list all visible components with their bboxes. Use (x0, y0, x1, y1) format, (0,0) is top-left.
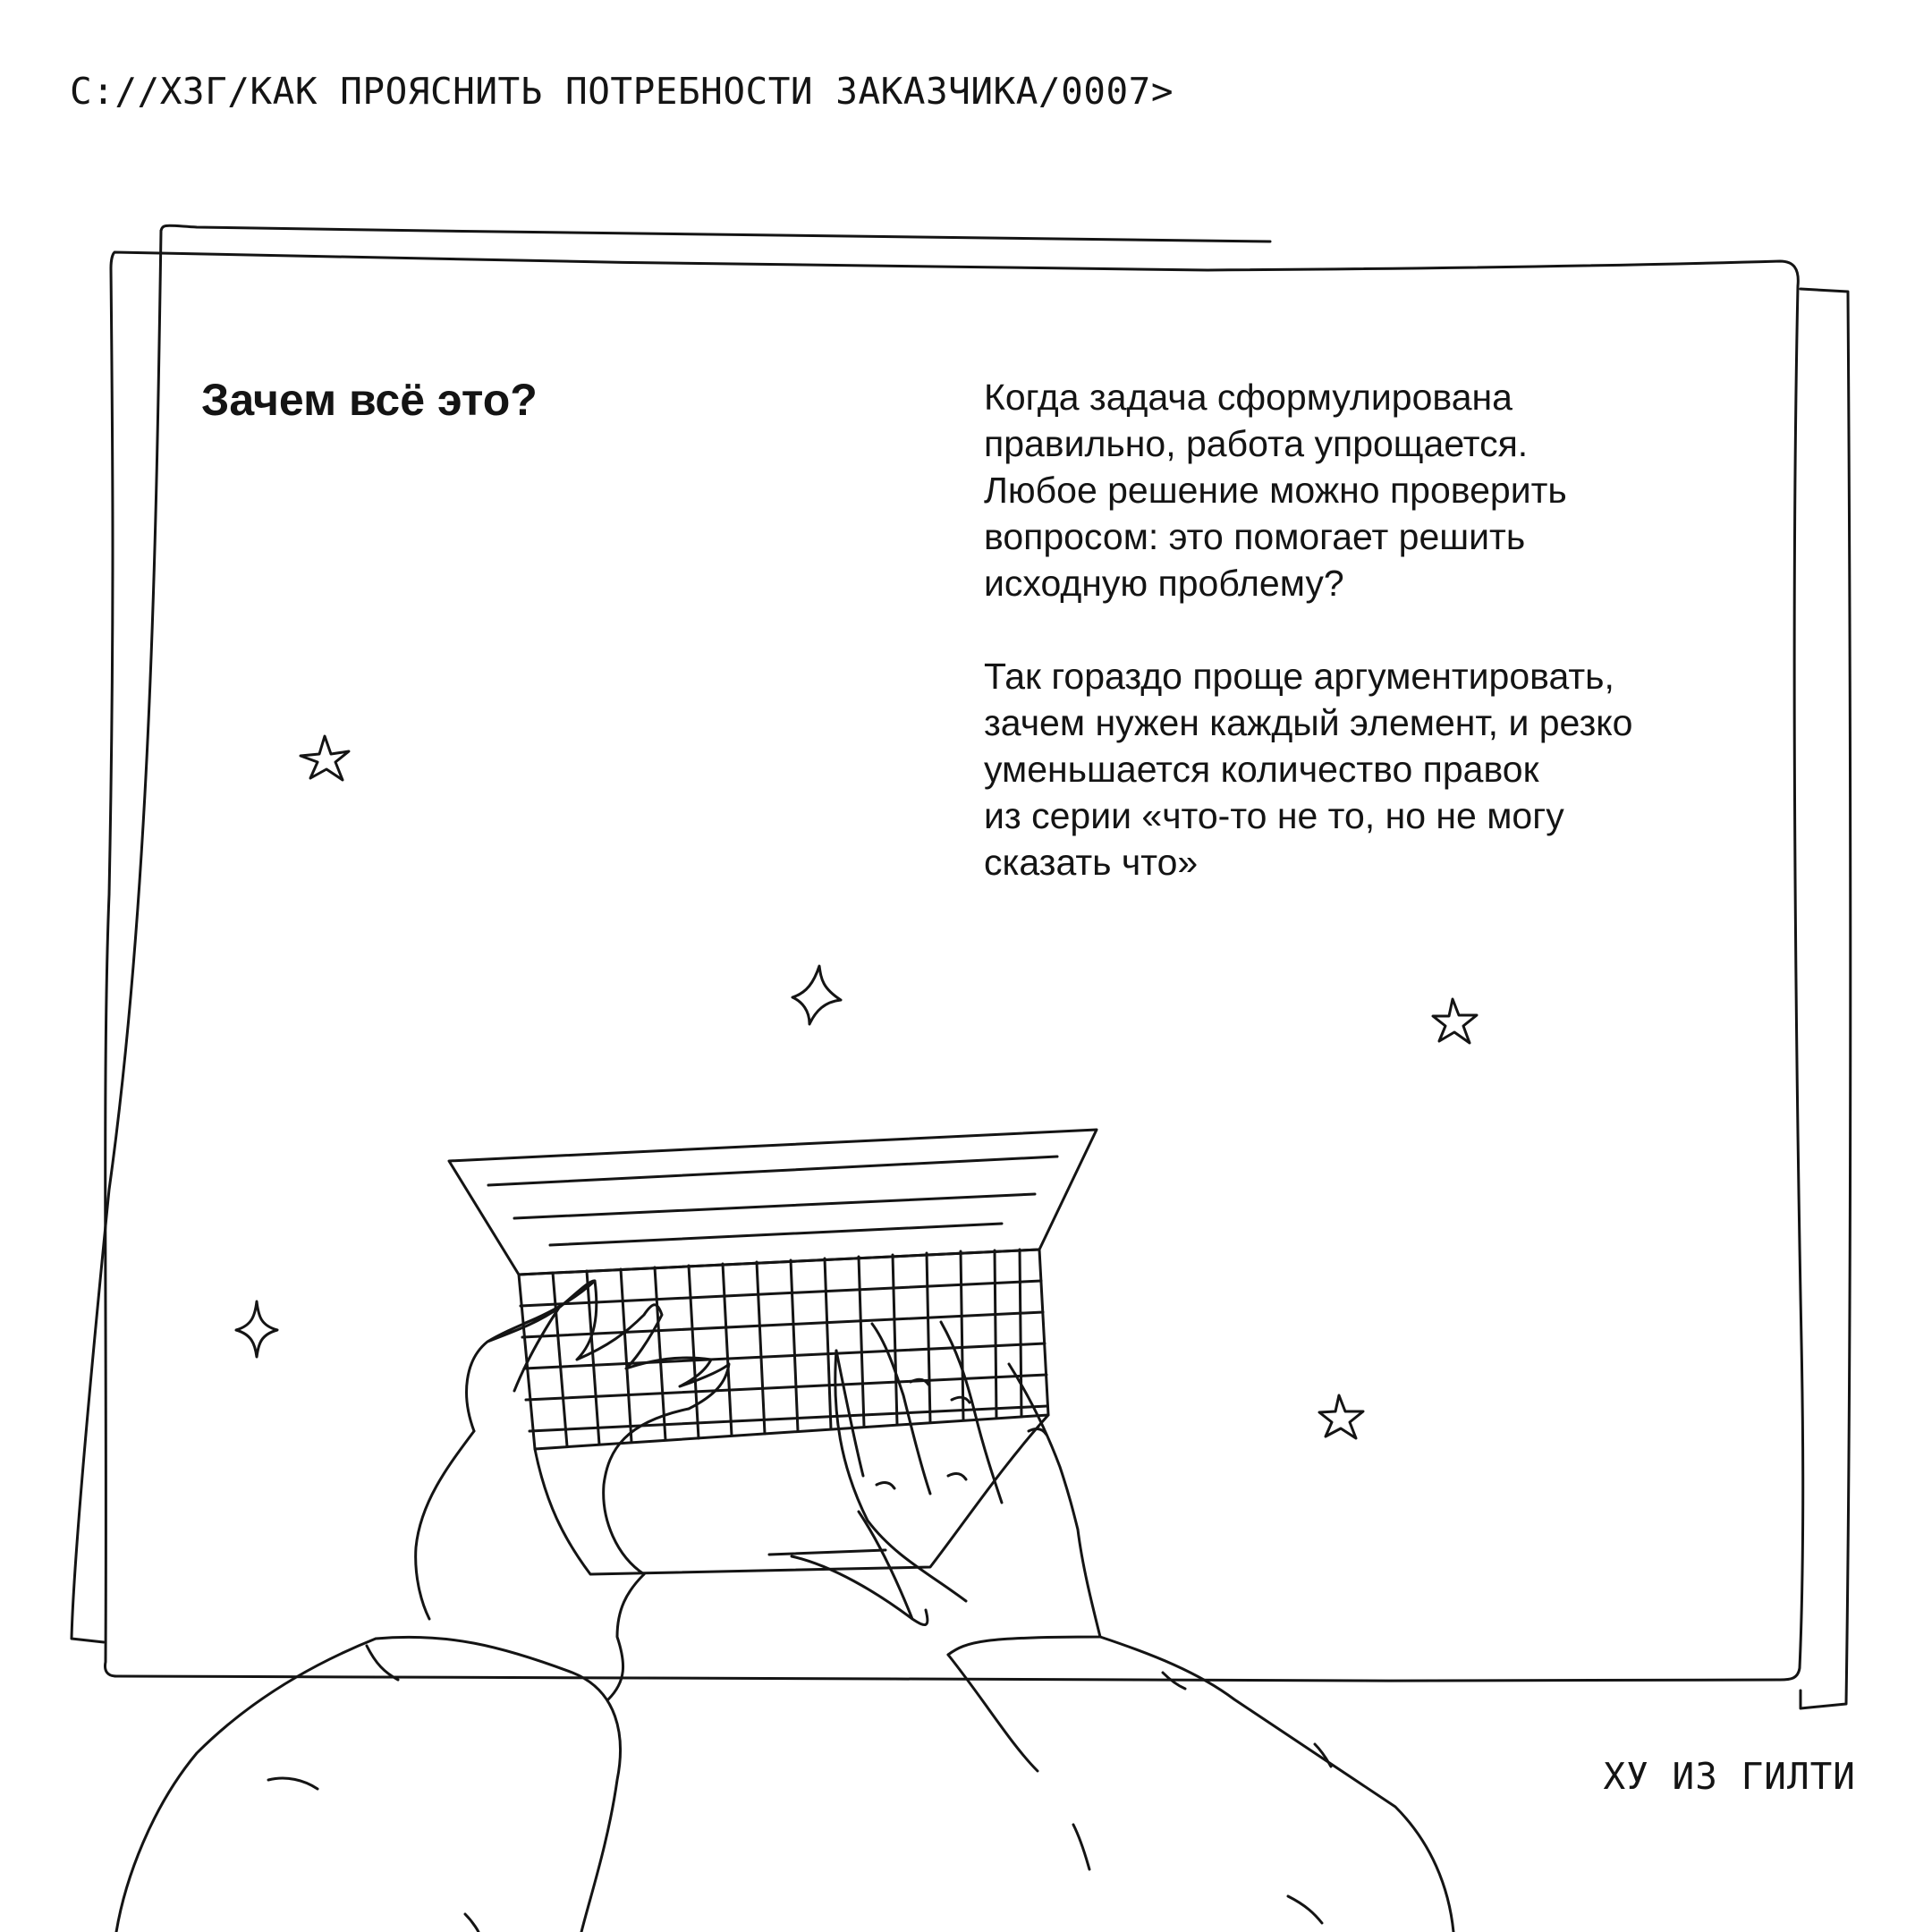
breadcrumb: C://ХЗГ/КАК ПРОЯСНИТЬ ПОТРЕБНОСТИ ЗАКАЗЧ… (70, 70, 1174, 113)
key-grid-rows (519, 1279, 1049, 1433)
sparkle-star-icon (1431, 997, 1479, 1045)
sparkles (234, 734, 1479, 1440)
right-hand-fingers (835, 1320, 1080, 1531)
back-sheet-left-edge (70, 229, 163, 1644)
laptop (447, 1128, 1098, 1576)
paragraph-2: Так гораздо проще аргументировать, зачем… (984, 656, 1633, 883)
author-signature: ХУ ИЗ ГИЛТИ (1603, 1755, 1856, 1798)
left-hand (114, 1279, 731, 1932)
sparkle-star-icon (299, 734, 351, 782)
left-sleeve (114, 1635, 622, 1932)
screen-text-line (487, 1155, 1059, 1187)
back-sheet-right-edge (1799, 287, 1852, 1710)
body-text: Когда задача сформулирована правильно, р… (984, 374, 1789, 932)
sparkle-star-icon (1318, 1394, 1365, 1440)
right-hand-thumb (790, 1510, 929, 1626)
right-hand-back (834, 1349, 1102, 1657)
sparkle-star-icon (234, 1300, 279, 1359)
sparkle-star-icon (791, 964, 843, 1026)
paper-sheets (70, 224, 1852, 1710)
screen-text-line (513, 1192, 1037, 1220)
left-hand-thumb (602, 1407, 691, 1576)
left-hand-back (414, 1429, 646, 1701)
key-grid-columns (551, 1248, 1023, 1448)
left-hand-fingers (465, 1279, 731, 1433)
right-hand (790, 1320, 1455, 1932)
laptop-screen (447, 1128, 1098, 1276)
page-title: Зачем всё это? (201, 375, 538, 425)
right-sleeve (946, 1635, 1455, 1932)
trackpad (767, 1548, 887, 1556)
front-sheet (104, 250, 1805, 1682)
laptop-base (533, 1413, 1050, 1576)
right-hand-knuckles (875, 1377, 1048, 1490)
back-sheet-top-edge (159, 224, 1272, 243)
paragraph-1: Когда задача сформулирована правильно, р… (984, 377, 1567, 604)
screen-text-line (548, 1222, 1004, 1247)
